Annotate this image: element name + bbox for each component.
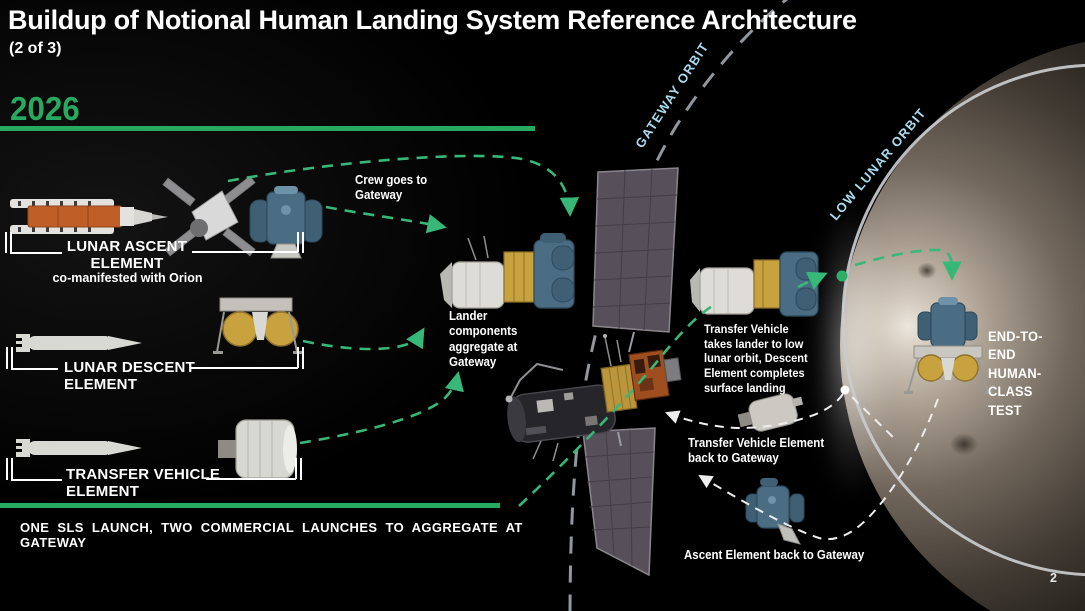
commercial-rocket-icon <box>16 334 142 352</box>
gateway-station-icon <box>505 167 682 577</box>
annotation-ascent-back-to-gateway: Ascent Element back to Gateway <box>684 548 865 562</box>
white-dashed-path-descent <box>851 396 898 442</box>
green-dashed-arrow-transfer-to-gateway <box>299 371 464 445</box>
white-dashed-arrow-tv-back <box>665 393 844 430</box>
moon-lander-icon <box>904 297 993 394</box>
bracket-lunar-descent <box>6 347 304 370</box>
footer-divider-bar <box>0 503 500 508</box>
footer-caption: ONE SLS LAUNCH, TWO COMMERCIAL LAUNCHES … <box>20 520 523 550</box>
green-dashed-path-gateway-to-llo <box>518 304 713 507</box>
sls-rocket-icon <box>10 199 168 234</box>
page-title: Buildup of Notional Human Landing System… <box>8 5 857 35</box>
label-transfer-vehicle-element: TRANSFER VEHICLE ELEMENT <box>66 466 221 500</box>
year-label: 2026 <box>10 90 80 127</box>
bracket-lunar-ascent <box>5 232 304 254</box>
annotation-transfer-to-llo: Transfer Vehicle takes lander to low lun… <box>704 322 808 395</box>
green-dashed-arrow-ascent-to-gateway <box>325 205 447 234</box>
annotation-lander-aggregate: Lander components aggregate at Gateway <box>449 309 518 369</box>
llo-waypoint-dot <box>836 270 848 282</box>
bracket-transfer-vehicle <box>6 458 302 481</box>
transfer-vehicle-return-icon <box>737 393 804 432</box>
note-comanifested-orion: co-manifested with Orion <box>52 271 203 285</box>
label-lunar-descent-element: LUNAR DESCENT ELEMENT <box>64 359 195 393</box>
gateway-robotic-arm <box>505 334 622 462</box>
ascent-element-icon <box>249 186 323 259</box>
page-subtitle: (2 of 3) <box>9 40 62 57</box>
gateway-copper-module <box>628 349 682 401</box>
green-dashed-arrow-to-surface-test <box>854 248 962 281</box>
white-dashed-arrow-ascent-back <box>698 398 939 541</box>
deorbit-waypoint-dot <box>840 385 850 395</box>
commercial-rocket-icon-2 <box>16 439 142 457</box>
gateway-hab-cylinder <box>507 384 616 443</box>
page-number: 2 <box>1050 571 1057 585</box>
green-dashed-arrow-arrive-llo <box>797 271 828 290</box>
ascent-element-return-icon <box>745 478 805 545</box>
green-dashed-arrow-crew-to-gateway <box>227 154 580 217</box>
descent-element-icon <box>213 297 303 354</box>
gateway-solar-array-bottom <box>582 427 656 577</box>
label-lunar-ascent-element: LUNAR ASCENT ELEMENT <box>66 238 188 272</box>
annotation-crew-to-gateway: Crew goes to Gateway <box>355 173 428 203</box>
gateway-gold-module <box>600 363 638 413</box>
transfer-vehicle-icon <box>218 419 297 479</box>
integrated-lander-icon <box>440 233 575 309</box>
green-dashed-arrow-descent-to-gateway <box>302 327 425 351</box>
year-underline-bar <box>0 126 535 131</box>
gateway-solar-array-top <box>592 167 679 353</box>
annotation-end-to-end-test: END-TO-END HUMAN-CLASS TEST <box>988 328 1043 418</box>
orion-icon <box>162 175 256 257</box>
annotation-tv-back-to-gateway: Transfer Vehicle Element back to Gateway <box>688 436 825 466</box>
low-lunar-orbit-arc <box>841 63 1085 577</box>
